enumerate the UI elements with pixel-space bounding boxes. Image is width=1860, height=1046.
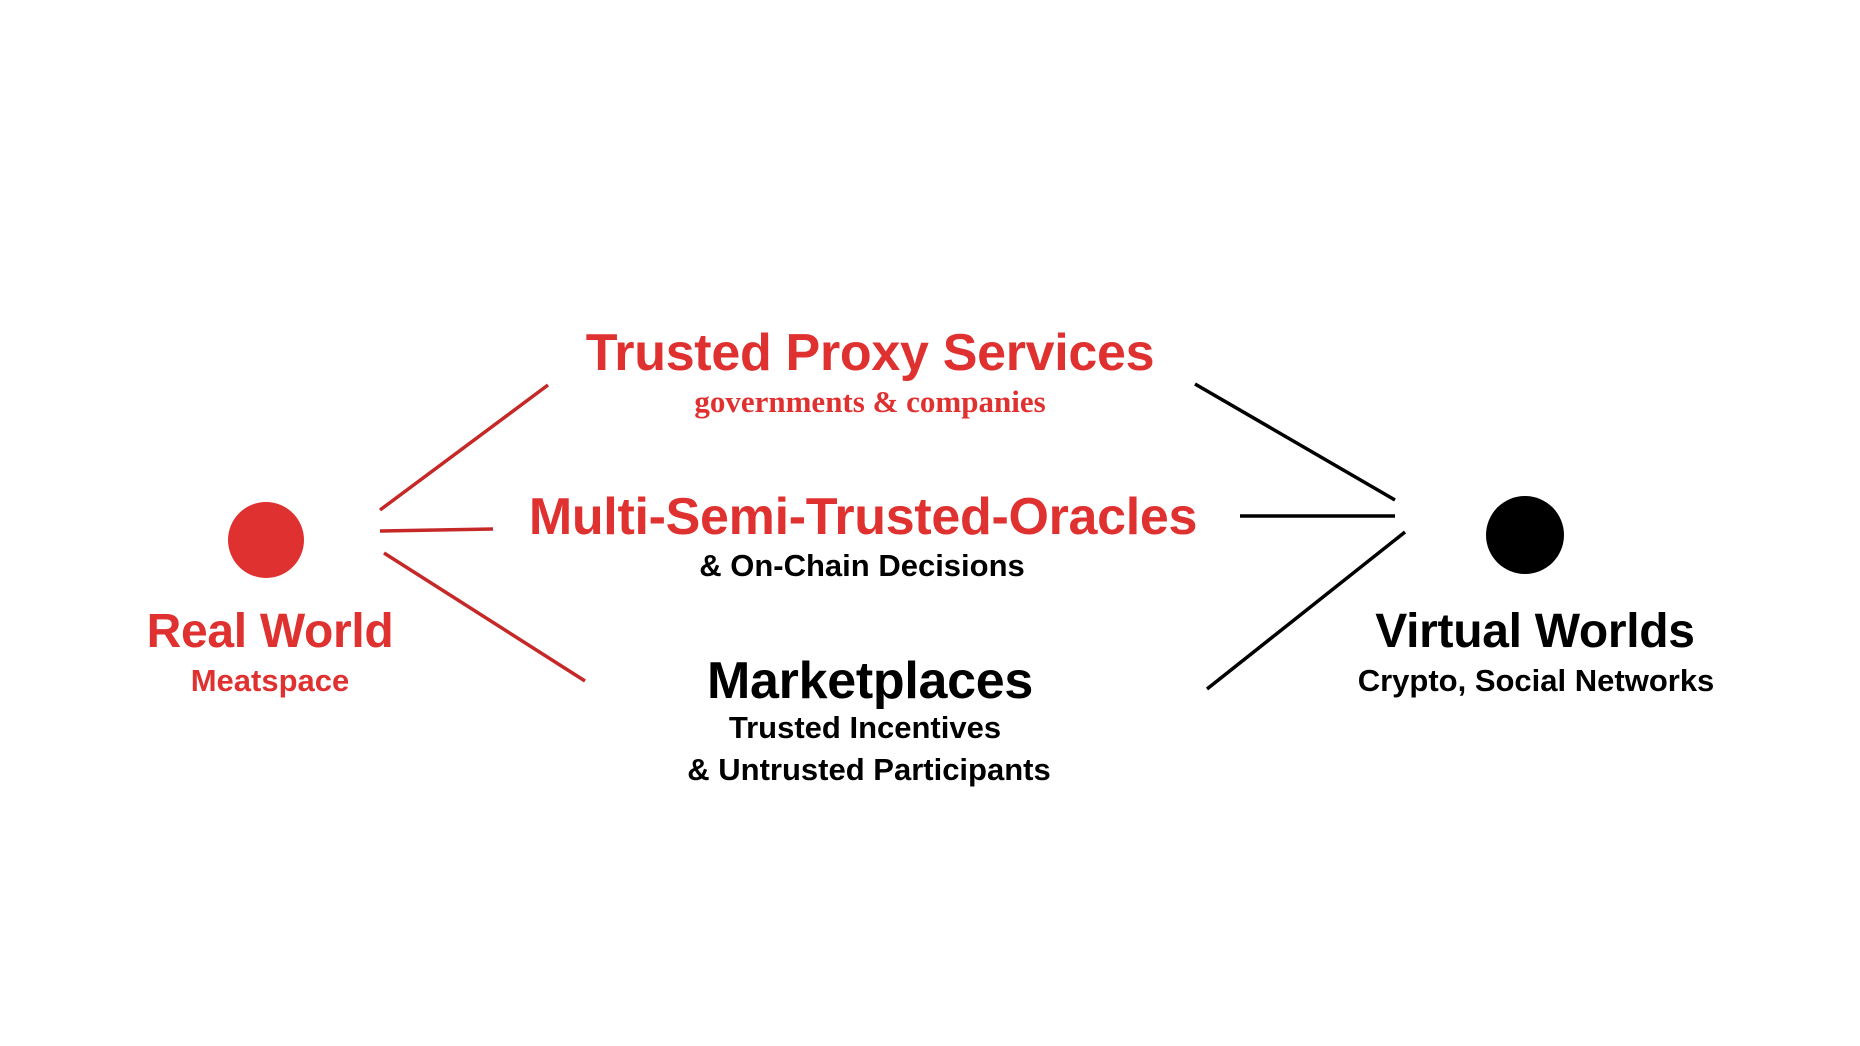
connector-real-to-oracles bbox=[379, 527, 494, 533]
oracles-title: Multi-Semi-Trusted-Oracles bbox=[528, 488, 1198, 546]
connector-marketplaces-to-virtual bbox=[1205, 530, 1407, 691]
trusted-proxy-title: Trusted Proxy Services bbox=[585, 324, 1155, 382]
connector-real-to-marketplaces bbox=[383, 551, 586, 683]
marketplaces-subtitle-line2: & Untrusted Participants bbox=[687, 752, 1051, 787]
trusted-proxy-subtitle: governments & companies bbox=[694, 384, 1046, 419]
real-world-node bbox=[228, 502, 304, 578]
marketplaces-title: Marketplaces bbox=[707, 652, 1033, 710]
virtual-worlds-subtitle: Crypto, Social Networks bbox=[1357, 663, 1715, 698]
marketplaces-subtitle-line1: Trusted Incentives bbox=[728, 710, 1002, 745]
connector-proxy-to-virtual bbox=[1194, 382, 1396, 502]
real-world-subtitle: Meatspace bbox=[190, 663, 350, 698]
real-world-title: Real World bbox=[146, 605, 394, 658]
virtual-worlds-node bbox=[1486, 496, 1564, 574]
connector-real-to-proxy bbox=[378, 383, 550, 512]
oracles-subtitle: & On-Chain Decisions bbox=[699, 548, 1025, 583]
virtual-worlds-title: Virtual Worlds bbox=[1375, 605, 1695, 658]
